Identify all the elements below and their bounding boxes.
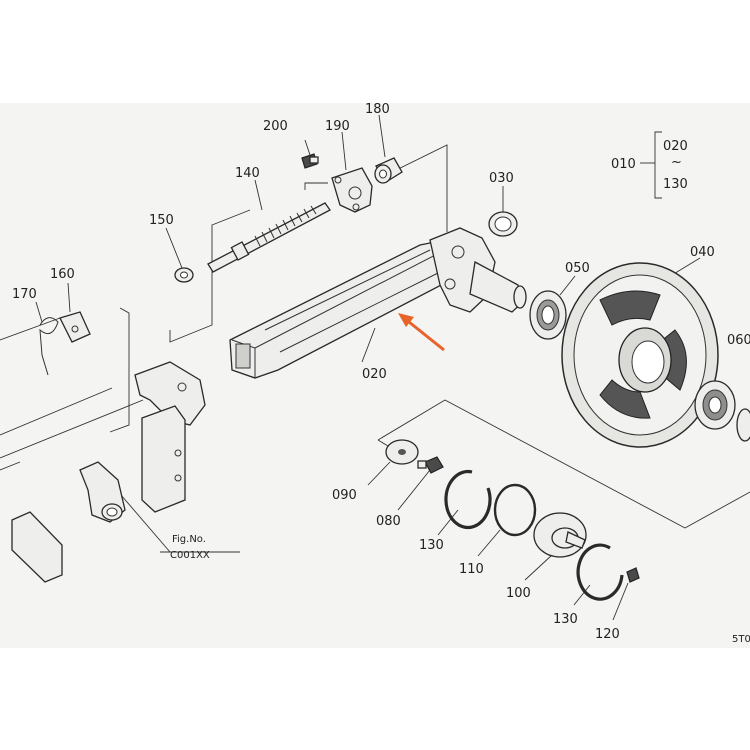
fig-no-label: Fig.No. xyxy=(172,534,206,545)
leader-lines xyxy=(0,114,750,621)
label-160: 160 xyxy=(50,267,75,282)
snap-ring-130b[interactable] xyxy=(576,543,624,601)
grease-nipple-080[interactable] xyxy=(417,456,444,474)
seal-030[interactable] xyxy=(488,211,518,237)
label-180: 180 xyxy=(365,103,390,117)
label-100: 100 xyxy=(506,586,531,601)
label-010: 010 xyxy=(611,157,636,172)
label-110: 110 xyxy=(459,562,484,577)
mounting-bracket[interactable] xyxy=(11,361,206,583)
label-060: 060 xyxy=(727,333,750,348)
highlight-arrow xyxy=(398,313,445,352)
wheel-040[interactable] xyxy=(561,262,719,448)
pin-170[interactable] xyxy=(39,317,59,376)
range-bracket xyxy=(654,131,662,199)
clip-plate-160[interactable] xyxy=(59,311,91,343)
label-140: 140 xyxy=(235,166,260,181)
washer-150[interactable] xyxy=(174,267,194,283)
label-200: 200 xyxy=(263,119,288,134)
label-020: 020 xyxy=(362,367,387,382)
exploded-view-diagram: 010 020 ~ 130 200 190 180 140 150 160 17… xyxy=(0,103,750,645)
label-030: 030 xyxy=(489,171,514,186)
label-170: 170 xyxy=(12,287,37,302)
label-190: 190 xyxy=(325,119,350,134)
label-130-a: 130 xyxy=(419,538,444,553)
hub-cap-100[interactable] xyxy=(533,512,587,558)
label-050: 050 xyxy=(565,261,590,276)
part-labels: 010 020 ~ 130 200 190 180 140 150 160 17… xyxy=(12,103,750,645)
label-090: 090 xyxy=(332,488,357,503)
fig-no-code: C001XX xyxy=(170,550,210,561)
label-130-range: 130 xyxy=(663,177,688,192)
plate-190[interactable] xyxy=(331,167,373,213)
o-ring-110[interactable] xyxy=(493,483,537,537)
corner-code: 5T0 xyxy=(732,634,750,645)
parts-diagram-sheet: 010 020 ~ 130 200 190 180 140 150 160 17… xyxy=(0,103,750,648)
snap-ring-130a[interactable] xyxy=(444,469,492,530)
label-080: 080 xyxy=(376,514,401,529)
screw-rod-140[interactable] xyxy=(207,202,331,273)
set-screw-120[interactable] xyxy=(626,567,640,583)
label-range-tilde: ~ xyxy=(671,155,682,170)
label-040: 040 xyxy=(690,245,715,260)
bushing-180[interactable] xyxy=(374,157,403,184)
bearing-050[interactable] xyxy=(529,290,567,340)
bearing-060[interactable] xyxy=(694,380,750,442)
cap-090[interactable] xyxy=(385,439,419,465)
frame-tube-020[interactable] xyxy=(229,227,527,379)
label-120: 120 xyxy=(595,627,620,642)
label-150: 150 xyxy=(149,213,174,228)
label-130-b: 130 xyxy=(553,612,578,627)
bolt-200[interactable] xyxy=(301,153,319,169)
label-020-range: 020 xyxy=(663,139,688,154)
